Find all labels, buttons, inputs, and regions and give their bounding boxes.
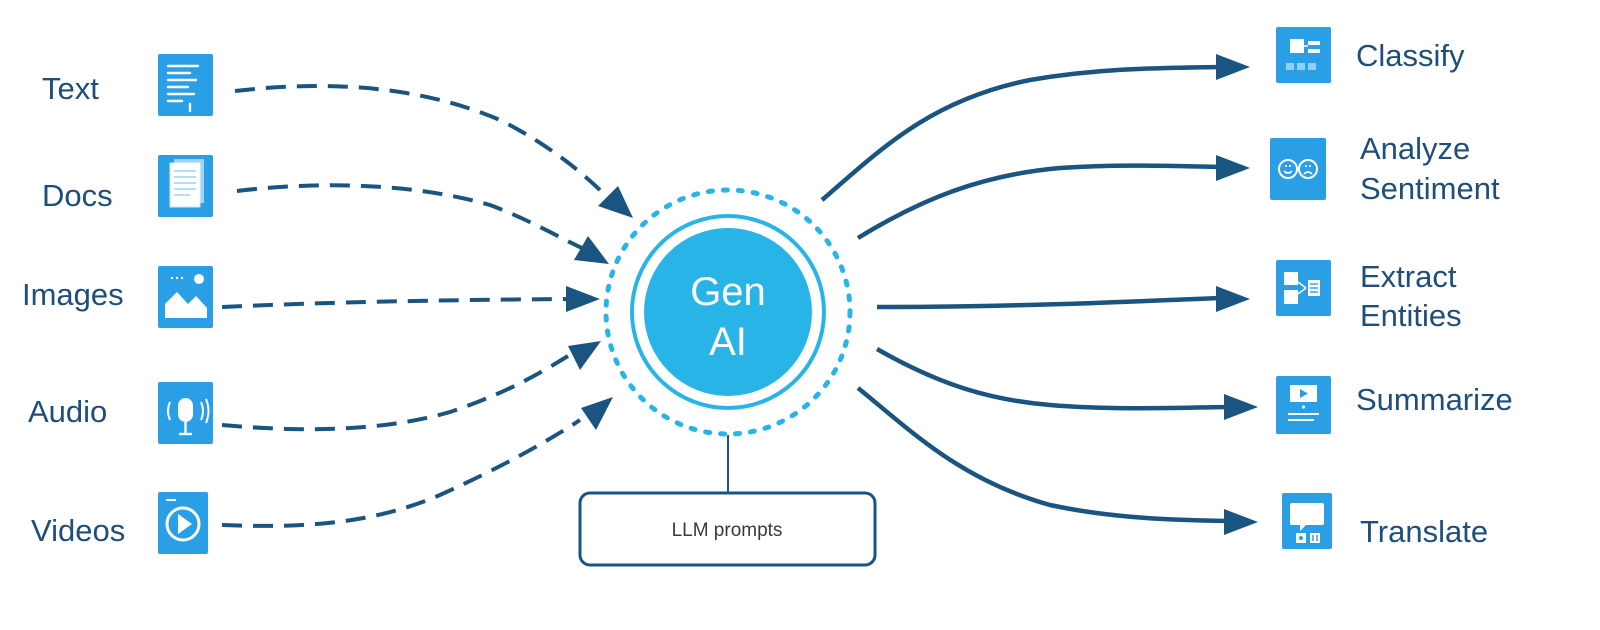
connector-images [221,297,569,309]
input-label-audio: Audio [28,394,107,429]
llm-prompts-box: LLM prompts [578,491,877,567]
classify-icon [1276,27,1331,83]
image-icon [158,266,213,328]
connector-entities [876,295,1221,310]
output-connectors [820,64,1229,524]
input-label-text: Text [42,71,99,106]
input-labels: Text Docs Images Audio Videos [22,71,125,548]
input-label-docs: Docs [42,178,113,213]
input-label-videos: Videos [31,513,125,548]
output-label-sentiment-line2: Sentiment [1360,171,1500,206]
arrowhead-videos [581,397,613,430]
output-label-summarize: Summarize [1356,382,1513,417]
arrowhead-audio [568,341,601,370]
summarize-icon [1276,376,1331,434]
prompt-box-frame [578,491,877,567]
connector-audio [221,354,570,432]
text-lines-icon [158,54,213,116]
arrowhead-sentiment [1216,155,1250,181]
connector-docs [236,183,583,250]
hub-dotted-ring [603,187,853,437]
arrowhead-summarize [1224,394,1258,420]
translate-icon [1282,493,1332,549]
document-icon [158,155,213,217]
output-label-entities-line2: Entities [1360,298,1462,333]
gen-ai-hub: Gen AI [603,187,853,437]
output-label-entities-line1: Extract [1360,259,1457,294]
output-label-classify: Classify [1356,38,1465,73]
output-label-translate: Translate [1360,514,1488,549]
input-label-images: Images [22,277,124,312]
arrowhead-docs [574,236,609,264]
connector-translate [856,386,1229,524]
input-arrowheads [566,186,633,430]
connector-text [234,83,607,197]
output-labels: Classify Analyze Sentiment Extract Entit… [1356,38,1513,549]
hub-outer-ring [630,214,826,410]
arrowhead-images [566,286,600,312]
prompt-box-label: LLM prompts [672,520,783,541]
hub-core [644,228,812,396]
microphone-icon [158,382,213,444]
connector-sentiment [856,163,1221,240]
connector-summarize [875,347,1229,411]
input-connectors [221,83,607,528]
connector-classify [820,64,1221,202]
output-label-sentiment-line1: Analyze [1360,131,1470,166]
sentiment-faces-icon [1270,138,1326,200]
arrowhead-classify [1216,54,1250,80]
play-video-icon [158,492,208,554]
arrowhead-translate [1224,509,1258,535]
arrowhead-text [598,186,633,218]
hub-label-line1: Gen [690,270,766,314]
connector-videos [221,418,582,528]
hub-label-line2: AI [709,320,747,364]
extract-entities-icon [1276,260,1331,316]
output-arrowheads [1216,54,1258,535]
arrowhead-entities [1216,286,1250,312]
